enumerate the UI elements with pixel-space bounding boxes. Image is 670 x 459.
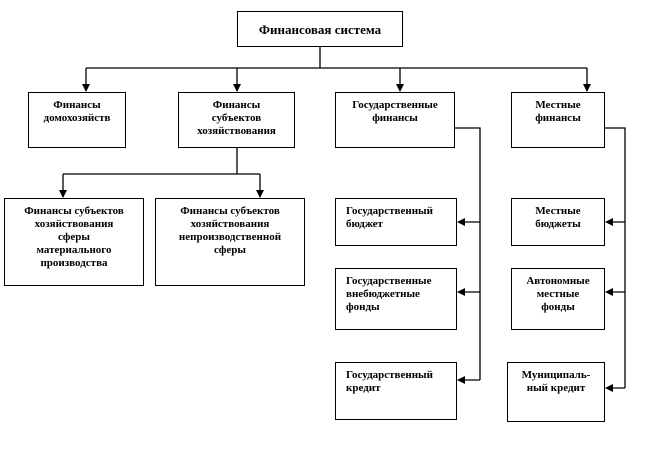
node-material-sphere: Финансы субъектов хозяйствования сферы м… (4, 198, 144, 286)
node-state-budget-label: Государственный бюджет (346, 205, 433, 230)
node-autonomous-funds-label: Автономные местные фонды (526, 275, 590, 313)
node-business-entities: Финансы субъектов хозяйствования (178, 92, 295, 148)
node-off-budget-funds: Государственные внебюджетные фонды (335, 268, 457, 330)
node-local-budgets-label: Местные бюджеты (535, 205, 581, 230)
node-municipal-credit-label: Муниципаль- ный кредит (521, 369, 591, 394)
node-finance-system-label: Финансовая система (258, 21, 382, 37)
node-state-finance-label: Государственные финансы (352, 99, 438, 124)
state-trunk-line (455, 127, 481, 380)
node-state-credit-label: Государственный кредит (346, 369, 433, 394)
node-households-label: Финансы домохозяйств (43, 99, 111, 124)
node-local-budgets: Местные бюджеты (511, 198, 605, 246)
node-local-finance: Местные финансы (511, 92, 605, 148)
node-households: Финансы домохозяйств (28, 92, 126, 148)
node-non-production-sphere-label: Финансы субъектов хозяйствования непроиз… (178, 205, 282, 256)
node-autonomous-funds: Автономные местные фонды (511, 268, 605, 330)
node-state-credit: Государственный кредит (335, 362, 457, 420)
node-state-budget: Государственный бюджет (335, 198, 457, 246)
node-off-budget-funds-label: Государственные внебюджетные фонды (346, 275, 432, 313)
node-state-finance: Государственные финансы (335, 92, 455, 148)
node-business-entities-label: Финансы субъектов хозяйствования (197, 99, 276, 137)
node-local-finance-label: Местные финансы (535, 99, 581, 124)
node-municipal-credit: Муниципаль- ный кредит (507, 362, 605, 422)
node-non-production-sphere: Финансы субъектов хозяйствования непроиз… (155, 198, 305, 286)
local-trunk-line (605, 127, 626, 388)
node-finance-system: Финансовая система (237, 11, 403, 47)
node-material-sphere-label: Финансы субъектов хозяйствования сферы м… (24, 205, 124, 269)
